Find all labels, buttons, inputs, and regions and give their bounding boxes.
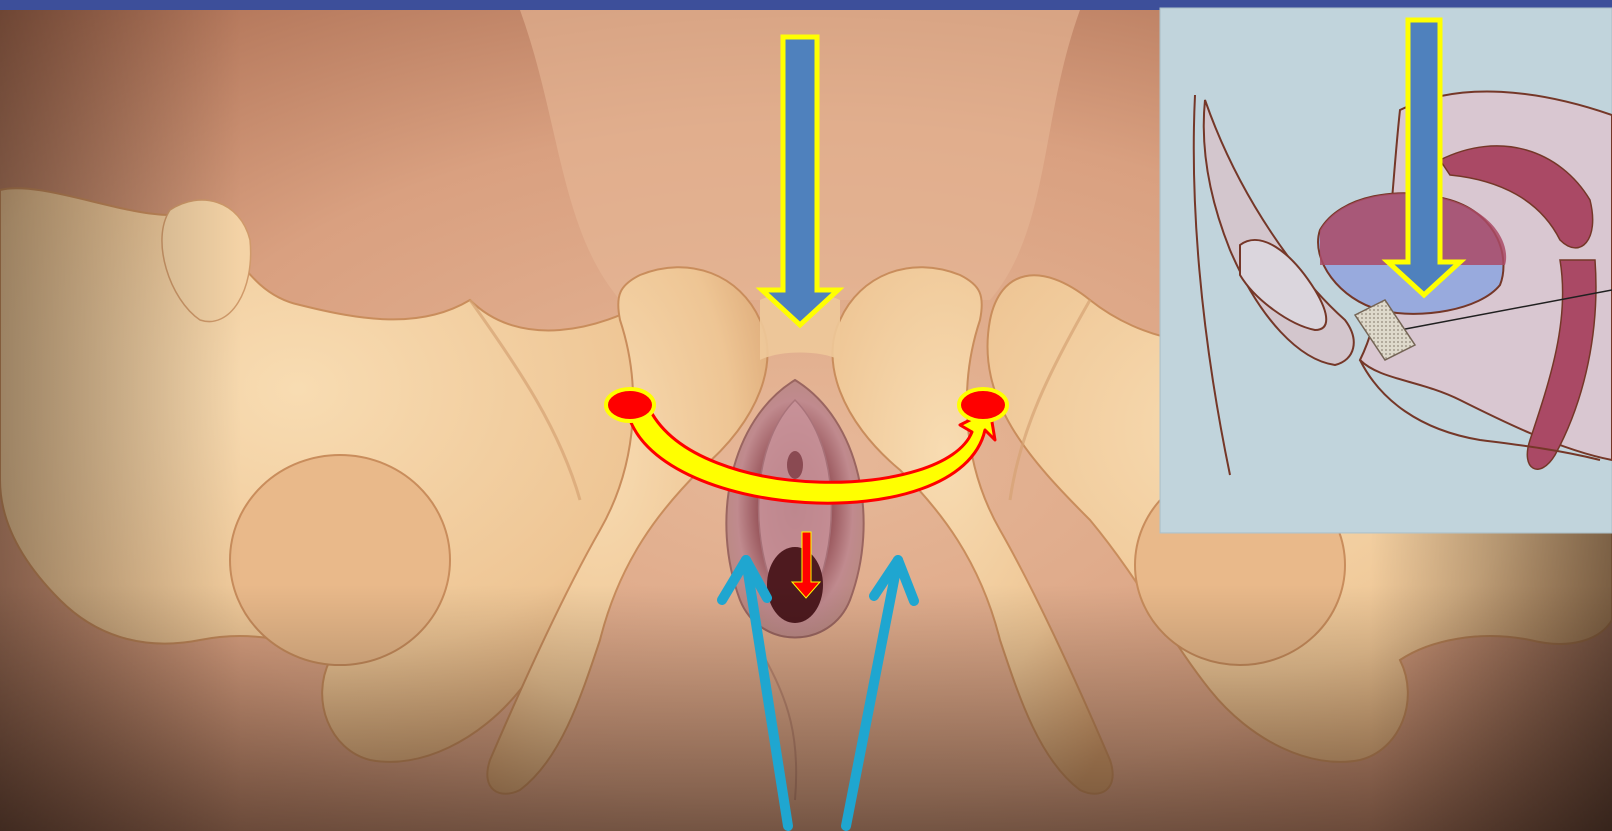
left-femoral-head xyxy=(230,455,450,665)
inset-sagittal-diagram xyxy=(1160,8,1612,533)
left-anchor-point xyxy=(606,389,654,421)
right-anchor-point xyxy=(959,389,1007,421)
